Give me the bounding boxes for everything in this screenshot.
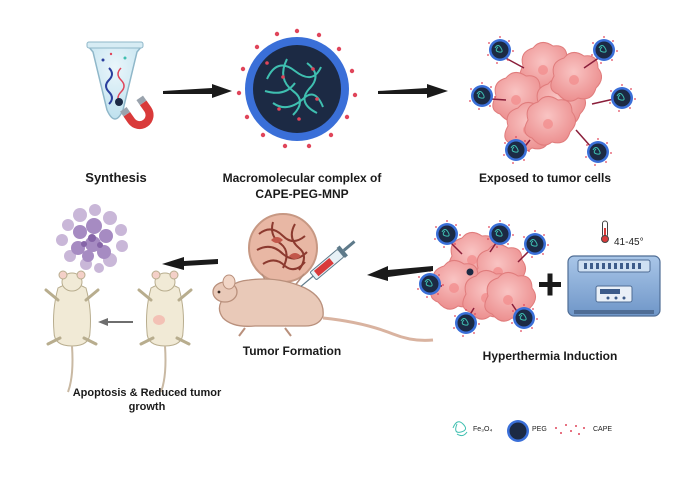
nude-mouse-illustration: [212, 274, 434, 342]
mouse-treated-illustration: [44, 269, 100, 394]
label-complex-line1: Macromolecular complex of: [222, 171, 382, 185]
tumor-cells-exposed-illustration: [468, 35, 637, 167]
label-hyperthermia: Hyperthermia Induction: [482, 349, 618, 363]
legend: [452, 420, 585, 442]
incubator-device-illustration: [567, 255, 661, 317]
mouse-tumor-illustration: [137, 269, 193, 394]
label-apoptosis-line2: growth: [128, 401, 166, 413]
arrow-synthesis-to-complex: [163, 84, 232, 98]
legend-peg-label: PEG: [532, 426, 547, 433]
legend-peg-icon: [507, 420, 529, 442]
thermometer-icon: [601, 220, 609, 243]
label-exposed: Exposed to tumor cells: [478, 171, 612, 185]
arrow-complex-to-exposed: [378, 84, 448, 98]
label-complex-line2: CAPE-PEG-MNP: [255, 187, 349, 201]
label-apoptosis-line1: Apoptosis & Reduced tumor: [72, 387, 222, 399]
plus-icon: [539, 273, 561, 296]
apoptotic-cells-cluster: [56, 204, 128, 273]
legend-cape-label: CAPE: [593, 426, 613, 433]
hyperthermia-tumor-cells-illustration: [416, 219, 550, 338]
label-temperature: 41-45°: [614, 237, 644, 248]
nanoparticle-complex-illustration: [236, 28, 358, 149]
legend-fe3o4-label: Fe₃O₄: [473, 426, 493, 433]
label-tumor-formation: Tumor Formation: [242, 344, 342, 358]
legend-cape-icon: [555, 424, 585, 435]
legend-fe3o4-icon: [452, 421, 468, 437]
arrow-tumor-to-apoptosis: [162, 257, 218, 270]
arrow-mouse-comparison: [98, 318, 133, 326]
label-synthesis: Synthesis: [85, 170, 147, 185]
tumor-tissue-zoom-illustration: [248, 213, 318, 283]
magnet-icon: [120, 95, 154, 130]
synthesis-tube-illustration: [86, 41, 144, 120]
arrow-hyperthermia-to-tumor: [367, 266, 433, 281]
syringe-icon: [300, 240, 356, 287]
